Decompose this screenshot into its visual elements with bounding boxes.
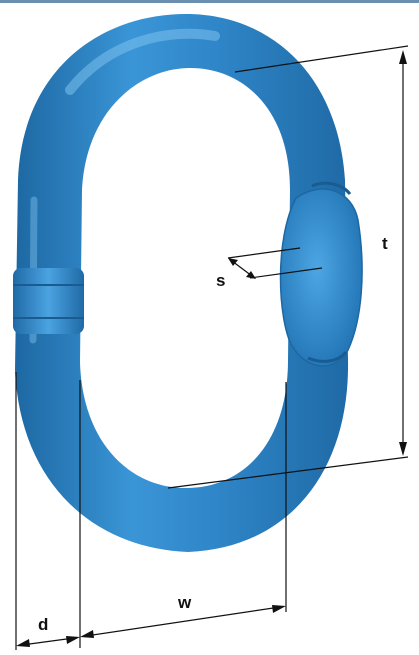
t-extension-top (234, 45, 409, 73)
t-extension-bottom (167, 456, 409, 489)
s-arrow-1 (228, 258, 238, 266)
s-extension-2 (249, 267, 323, 279)
label-s: s (216, 271, 225, 290)
left-collar (13, 268, 84, 334)
d-arrow-right (66, 636, 80, 644)
top-rule (0, 0, 419, 3)
t-arrow-top (399, 50, 407, 64)
label-w: w (177, 593, 192, 612)
w-arrow-left (80, 630, 94, 638)
label-d: d (38, 615, 48, 634)
dimension-lines (15, 45, 409, 650)
right-bulge (279, 181, 363, 367)
ring-highlight (65, 28, 220, 95)
d-dimension-line (21, 637, 75, 646)
s-extension-1 (227, 247, 301, 259)
w-arrow-right (272, 605, 286, 613)
w-dimension-line (85, 606, 281, 637)
label-t: t (382, 234, 388, 253)
d-arrow-left (16, 639, 30, 647)
s-arrow-2 (246, 271, 256, 279)
s-dimension-line (231, 260, 253, 277)
t-arrow-bottom (399, 442, 407, 456)
